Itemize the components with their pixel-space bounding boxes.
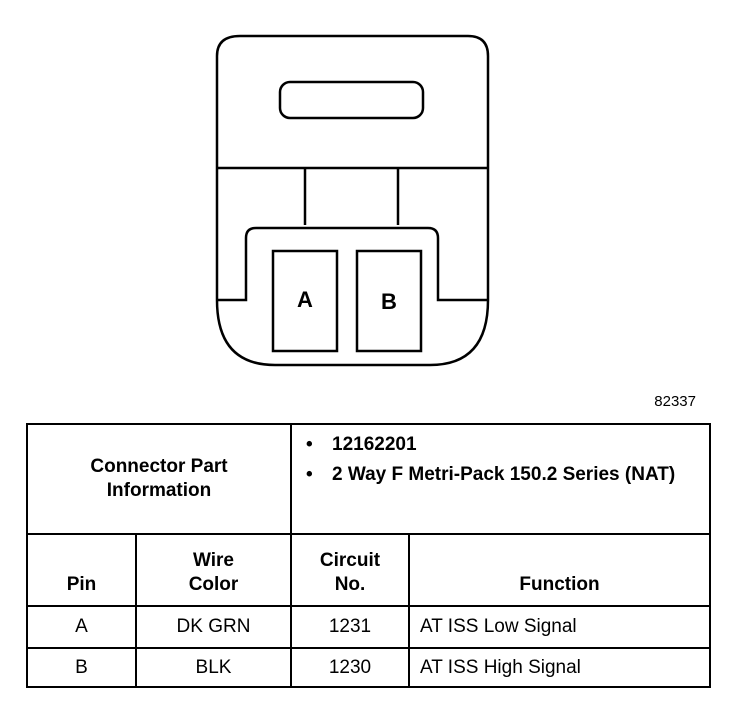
connector-face-drawing: A B — [215, 34, 490, 367]
part-info-label-line1: Connector Part — [90, 456, 228, 477]
part-series: 2 Way F Metri-Pack 150.2 Series (NAT) — [332, 464, 676, 485]
circuit-cell: 1231 — [290, 605, 410, 649]
cavity-label-b: B — [381, 289, 397, 314]
header-circuit: Circuit No. — [290, 533, 410, 607]
part-info-row: Connector Part Information • 12162201 • … — [26, 423, 711, 535]
function-cell: AT ISS Low Signal — [408, 605, 711, 649]
part-info-label-cell: Connector Part Information — [26, 423, 292, 535]
cavity-label-a: A — [297, 287, 313, 312]
header-wire-color: Wire Color — [135, 533, 292, 607]
part-info-label-line2: Information — [106, 480, 212, 501]
part-bullet-list: • 12162201 • 2 Way F Metri-Pack 150.2 Se… — [306, 433, 709, 487]
wire-color-cell: BLK — [135, 647, 292, 688]
cavity-b — [355, 249, 423, 353]
header-wire-color-line1: Wire — [192, 550, 234, 571]
figure-id: 82337 — [654, 393, 696, 410]
pin-cell: A — [26, 605, 137, 649]
table-row: B BLK 1230 AT ISS High Signal — [26, 647, 711, 688]
part-info-details-cell: • 12162201 • 2 Way F Metri-Pack 150.2 Se… — [290, 423, 711, 535]
wire-color-cell: DK GRN — [135, 605, 292, 649]
part-bullet-item: • 12162201 — [306, 433, 709, 457]
header-pin: Pin — [26, 533, 137, 607]
part-number: 12162201 — [332, 434, 417, 455]
locking-tab-slot — [278, 80, 425, 120]
bullet-dot: • — [306, 464, 313, 485]
function-cell: AT ISS High Signal — [408, 647, 711, 688]
circuit-cell: 1230 — [290, 647, 410, 688]
connector-housing-outline — [215, 34, 490, 367]
terminal-recess-outline — [217, 226, 488, 302]
header-wire-color-line2: Color — [188, 574, 239, 595]
table-row: A DK GRN 1231 AT ISS Low Signal — [26, 605, 711, 649]
part-bullet-item: • 2 Way F Metri-Pack 150.2 Series (NAT) — [306, 463, 709, 487]
header-function: Function — [408, 533, 711, 607]
header-circuit-line2: No. — [334, 574, 366, 595]
header-circuit-line1: Circuit — [319, 550, 381, 571]
bullet-dot: • — [306, 434, 313, 455]
header-function-label: Function — [519, 574, 600, 595]
header-pin-label: Pin — [66, 574, 97, 595]
connector-info-table: Connector Part Information • 12162201 • … — [26, 423, 711, 688]
column-header-row: Pin Wire Color Circuit No. Function — [26, 533, 711, 607]
cavity-a — [271, 249, 339, 353]
pin-cell: B — [26, 647, 137, 688]
